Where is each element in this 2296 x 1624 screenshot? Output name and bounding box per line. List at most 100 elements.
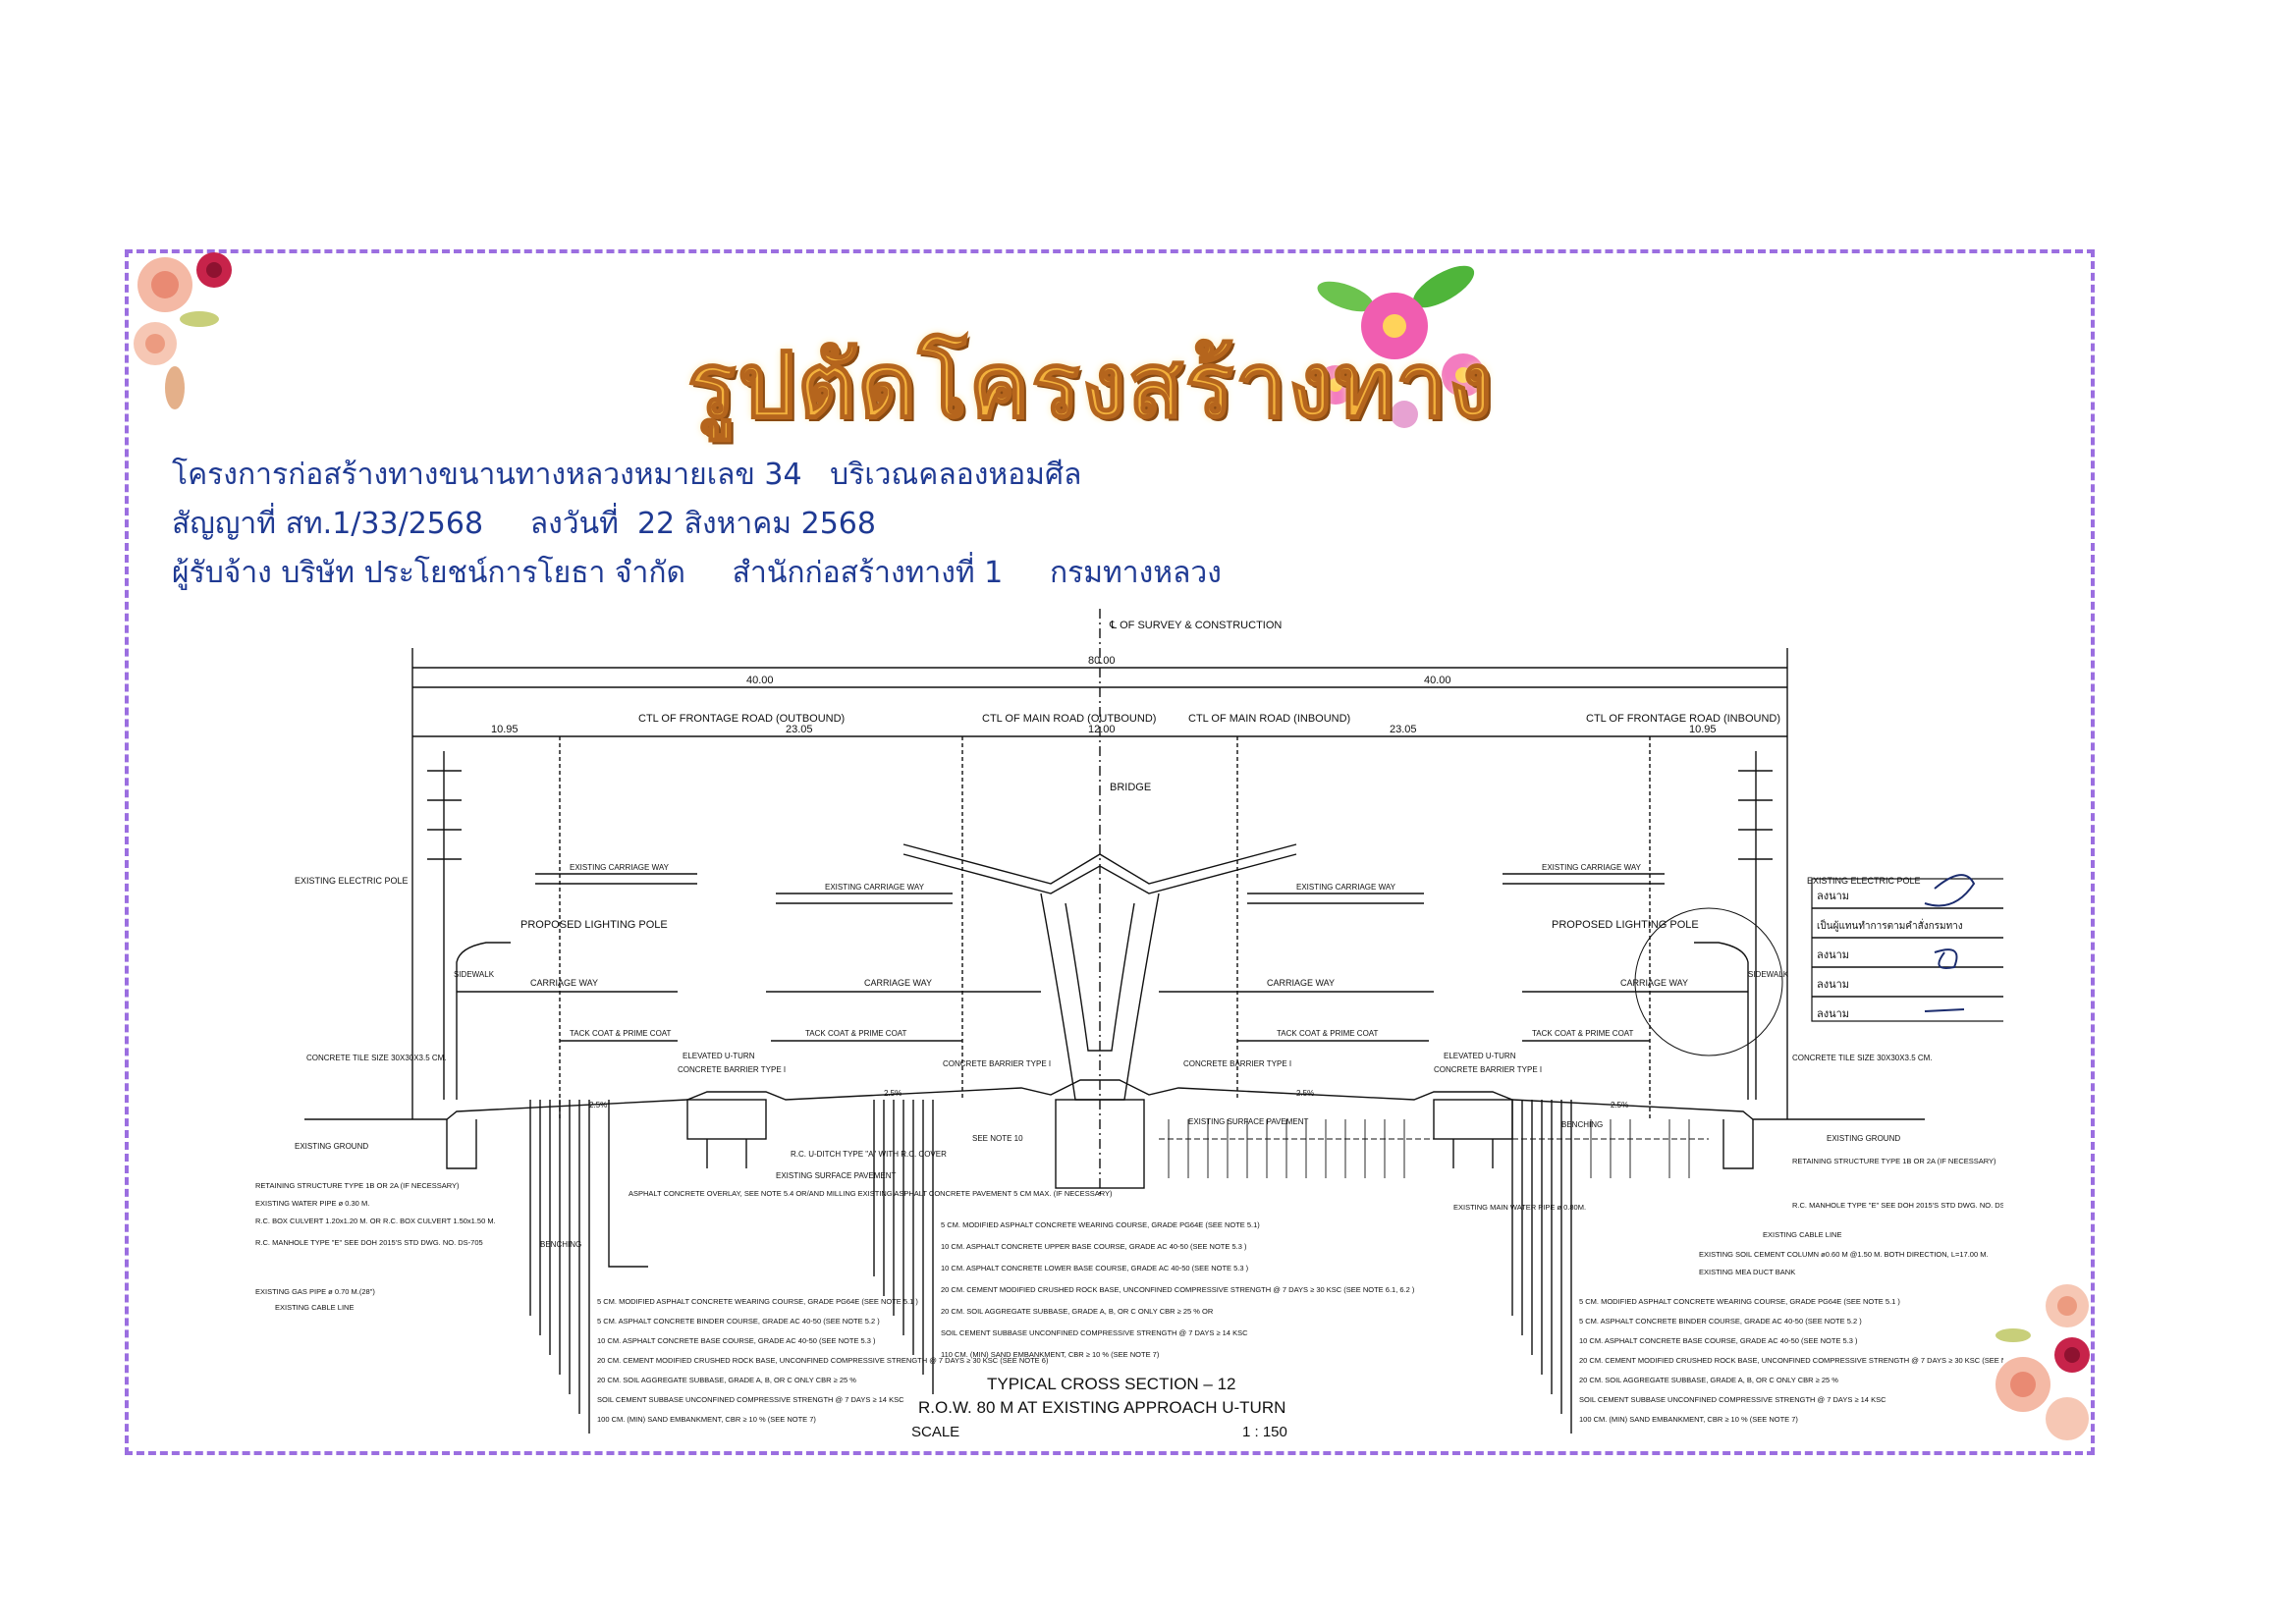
layer-left-7: 100 CM. (MIN) SAND EMBANKMENT, CBR ≥ 10 … [597,1415,816,1424]
signature-scribble [1924,874,1976,1012]
existing-carriage-way-left: EXISTING CARRIAGE WAY [570,863,670,872]
elevated-u-turn-right: ELEVATED U-TURN [1444,1052,1516,1060]
main-water-pipe: EXISTING MAIN WATER PIPE ø 0.80M. [1453,1203,1586,1212]
layer-right-2: 5 CM. ASPHALT CONCRETE BINDER COURSE, GR… [1579,1317,1862,1326]
tack-coat-right: TACK COAT & PRIME COAT [1532,1029,1634,1038]
retaining-left: RETAINING STRUCTURE TYPE 1B OR 2A (IF NE… [255,1181,460,1190]
tack-coat-main-right: TACK COAT & PRIME COAT [1277,1029,1379,1038]
page-border [125,249,2095,1455]
ctl-main-inbound: CTL OF MAIN ROAD (INBOUND) [1188,713,1350,725]
see-note-10: SEE NOTE 10 [972,1134,1023,1143]
layer-center-7: 110 CM. (MIN) SAND EMBANKMENT, CBR ≥ 10 … [941,1350,1160,1359]
manhole-right: R.C. MANHOLE TYPE "E" SEE DOH 2015'S STD… [1792,1201,2003,1210]
signature-label-4: ลงนาม [1817,978,1849,991]
contract-info: สัญญาที่ สท.1/33/2568 ลงวันที่ 22 สิงหาค… [172,507,876,541]
signature-label-3: ลงนาม [1817,948,1849,961]
caption-title: TYPICAL CROSS SECTION – 12 [987,1375,1236,1393]
existing-electric-pole-right: EXISTING ELECTRIC POLE [1807,876,1921,886]
project-name: โครงการก่อสร้างทางขนานทางหลวงหมายเลข 34 … [172,458,1082,492]
layer-left-4: 20 CM. CEMENT MODIFIED CRUSHED ROCK BASE… [597,1356,1049,1365]
manhole-left: R.C. MANHOLE TYPE "E" SEE DOH 2015'S STD… [255,1238,483,1247]
proposed-lighting-pole-right: PROPOSED LIGHTING POLE [1552,919,1699,931]
layer-left-5: 20 CM. SOIL AGGREGATE SUBBASE, GRADE A, … [597,1376,856,1384]
layer-right-3: 10 CM. ASPHALT CONCRETE BASE COURSE, GRA… [1579,1336,1858,1345]
slope-main-left: 2.5% [884,1089,902,1098]
carriage-way-left: CARRIAGE WAY [530,978,598,988]
layer-center-6: SOIL CEMENT SUBBASE UNCONFINED COMPRESSI… [941,1328,1248,1337]
caption-subtitle: R.O.W. 80 M AT EXISTING APPROACH U-TURN [918,1398,1286,1417]
layer-left-6: SOIL CEMENT SUBBASE UNCONFINED COMPRESSI… [597,1395,904,1404]
layer-center-5: 20 CM. SOIL AGGREGATE SUBBASE, GRADE A, … [941,1307,1214,1316]
existing-ground-right: EXISTING GROUND [1827,1134,1900,1143]
signature-label-5: ลงนาม [1817,1007,1849,1020]
retaining-right: RETAINING STRUCTURE TYPE 1B OR 2A (IF NE… [1792,1157,1996,1165]
water-pipe-left: EXISTING WATER PIPE ø 0.30 M. [255,1199,369,1208]
existing-ground-left: EXISTING GROUND [295,1142,368,1151]
layer-right-7: 100 CM. (MIN) SAND EMBANKMENT, CBR ≥ 10 … [1579,1415,1798,1424]
concrete-barrier-left: CONCRETE BARRIER TYPE I [678,1065,786,1074]
slope-right: 2.5% [1611,1101,1628,1110]
concrete-tile-left: CONCRETE TILE SIZE 30X30X3.5 CM. [306,1054,447,1062]
bridge-label: BRIDGE [1110,782,1151,793]
tack-coat-left: TACK COAT & PRIME COAT [570,1029,672,1038]
layer-right-4: 20 CM. CEMENT MODIFIED CRUSHED ROCK BASE… [1579,1356,2003,1365]
box-culvert-left: R.C. BOX CULVERT 1.20x1.20 M. OR R.C. BO… [255,1217,496,1225]
dim-left-2: 23.05 [786,724,813,735]
concrete-barrier-main-right: CONCRETE BARRIER TYPE I [1183,1059,1291,1068]
layer-left-3: 10 CM. ASPHALT CONCRETE BASE COURSE, GRA… [597,1336,876,1345]
dim-right-1: 10.95 [1689,724,1717,735]
page-title: รูปตัดโครงสร้างทาง [686,332,1495,439]
cable-line-right: EXISTING CABLE LINE [1763,1230,1841,1239]
half-width-left: 40.00 [746,675,774,686]
carriage-way-main-left: CARRIAGE WAY [864,978,932,988]
cross-section-drawing: ℄ OF SURVEY & CONSTRUCTION 80.00 40.00 4… [255,609,2003,1434]
concrete-tile-right: CONCRETE TILE SIZE 30X30X3.5 CM. [1792,1054,1933,1062]
mea-duct-bank: EXISTING MEA DUCT BANK [1699,1268,1795,1276]
existing-carriage-way-right: EXISTING CARRIAGE WAY [1542,863,1642,872]
ctl-frontage-outbound: CTL OF FRONTAGE ROAD (OUTBOUND) [638,713,845,725]
flower-decoration-title [1316,265,1485,428]
dim-left-1: 10.95 [491,724,519,735]
layer-center-2: 10 CM. ASPHALT CONCRETE UPPER BASE COURS… [941,1242,1247,1251]
scale-label: SCALE [911,1424,960,1440]
existing-carriage-way-main-right: EXISTING CARRIAGE WAY [1296,883,1396,892]
sidewalk-right: SIDEWALK [1748,970,1789,979]
layer-left-2: 5 CM. ASPHALT CONCRETE BINDER COURSE, GR… [597,1317,880,1326]
flower-decoration-bottom-right [1995,1284,2090,1440]
layer-right-6: SOIL CEMENT SUBBASE UNCONFINED COMPRESSI… [1579,1395,1886,1404]
concrete-barrier-main-left: CONCRETE BARRIER TYPE I [943,1059,1051,1068]
dim-center: 12.00 [1088,724,1116,735]
layer-center-4: 20 CM. CEMENT MODIFIED CRUSHED ROCK BASE… [941,1285,1415,1294]
layer-left-1: 5 CM. MODIFIED ASPHALT CONCRETE WEARING … [597,1297,918,1306]
layer-right-1: 5 CM. MODIFIED ASPHALT CONCRETE WEARING … [1579,1297,1900,1306]
scale-value: 1 : 150 [1242,1424,1287,1440]
ctl-main-outbound: CTL OF MAIN ROAD (OUTBOUND) [982,713,1156,725]
slope-left: 2.5% [589,1101,607,1110]
row-width: 80.00 [1088,655,1116,667]
gas-pipe: EXISTING GAS PIPE ø 0.70 M.(28") [255,1287,375,1296]
ctl-frontage-inbound: CTL OF FRONTAGE ROAD (INBOUND) [1586,713,1780,725]
tack-coat-main-left: TACK COAT & PRIME COAT [805,1029,907,1038]
sidewalk-left: SIDEWALK [454,970,495,979]
carriage-way-right: CARRIAGE WAY [1620,978,1688,988]
contractor-info: ผู้รับจ้าง บริษัท ประโยชน์การโยธา จำกัด … [172,556,1222,590]
existing-carriage-way-main-left: EXISTING CARRIAGE WAY [825,883,925,892]
concrete-barrier-right: CONCRETE BARRIER TYPE I [1434,1065,1542,1074]
layer-center-3: 10 CM. ASPHALT CONCRETE LOWER BASE COURS… [941,1264,1249,1272]
signature-label-2: เป็นผู้แทนทำการตามคำสั่งกรมทาง [1817,918,1963,932]
existing-electric-pole-left: EXISTING ELECTRIC POLE [295,876,409,886]
signature-label-1: ลงนาม [1817,890,1849,902]
carriage-way-main-right: CARRIAGE WAY [1267,978,1335,988]
flower-decoration-top-left [134,252,232,409]
soil-cement-column: EXISTING SOIL CEMENT COLUMN ø0.60 M @1.5… [1699,1250,1989,1259]
benching-right: BENCHING [1561,1120,1603,1129]
dim-right-2: 23.05 [1390,724,1417,735]
cable-line-left: EXISTING CABLE LINE [275,1303,354,1312]
benching-left: BENCHING [540,1240,581,1249]
existing-surface-pavement-right: EXISTING SURFACE PAVEMENT [1188,1117,1309,1126]
layer-center-1: 5 CM. MODIFIED ASPHALT CONCRETE WEARING … [941,1220,1260,1229]
centerline-label: ℄ OF SURVEY & CONSTRUCTION [1109,620,1282,631]
existing-surface-pavement-left: EXISTING SURFACE PAVEMENT [776,1171,897,1180]
proposed-lighting-pole-left: PROPOSED LIGHTING POLE [520,919,668,931]
half-width-right: 40.00 [1424,675,1451,686]
